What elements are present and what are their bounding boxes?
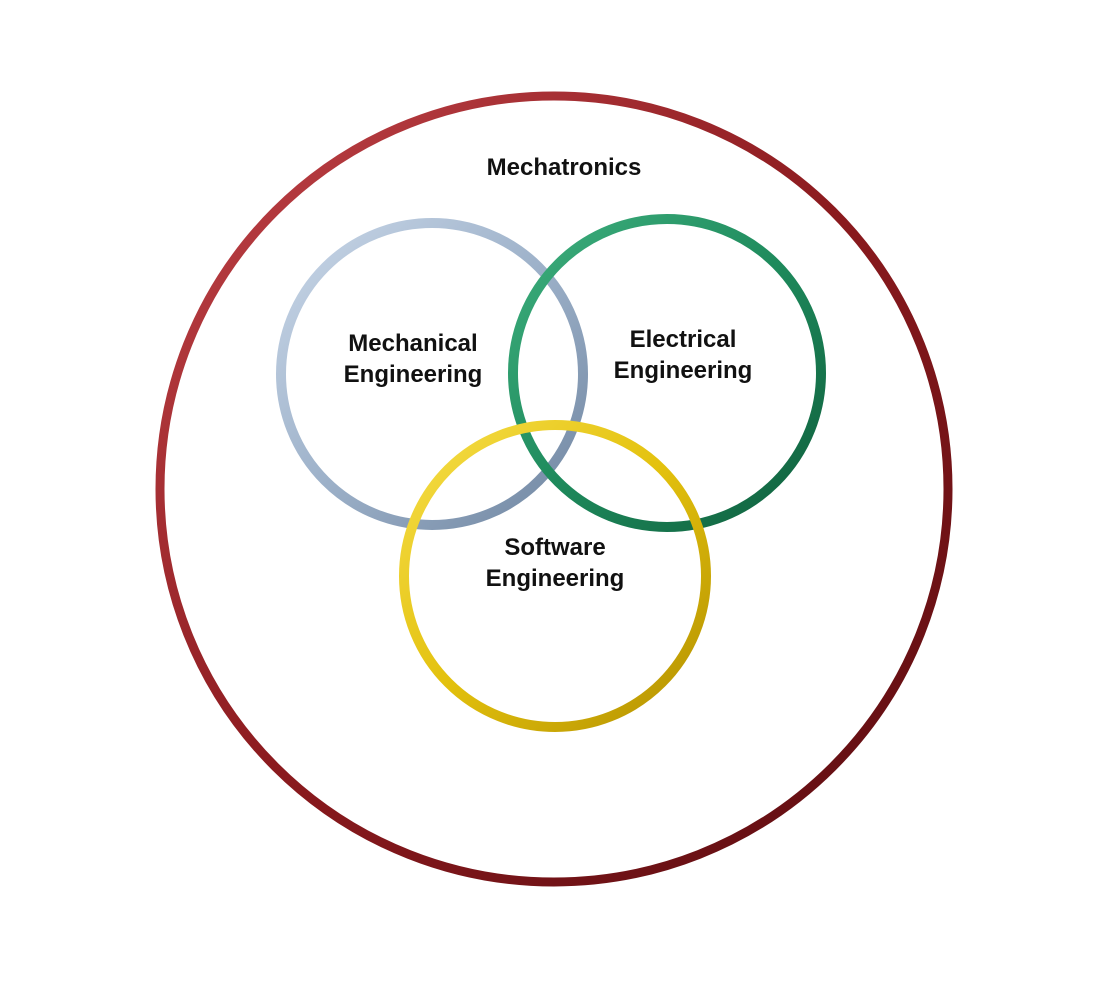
electrical-label-line1: Electrical [629,326,737,353]
software-label-line1: Software [504,534,606,561]
electrical-engineering-label: Electrical Engineering [614,324,753,386]
software-engineering-ring [399,420,711,732]
mechanical-label-line2: Engineering [343,361,483,388]
software-engineering-label: Software Engineering [486,532,625,594]
mechanical-label-line1: Mechanical [348,330,478,357]
electrical-engineering-ring [508,214,826,532]
mechanical-engineering-ring [276,218,588,530]
electrical-label-line2: Engineering [613,357,753,384]
mechatronics-label-text: Mechatronics [486,154,642,181]
mechatronics-ring [155,91,953,887]
software-label-line2: Engineering [485,565,625,592]
mechatronics-label: Mechatronics [487,152,642,183]
mechanical-engineering-label: Mechanical Engineering [344,328,483,390]
